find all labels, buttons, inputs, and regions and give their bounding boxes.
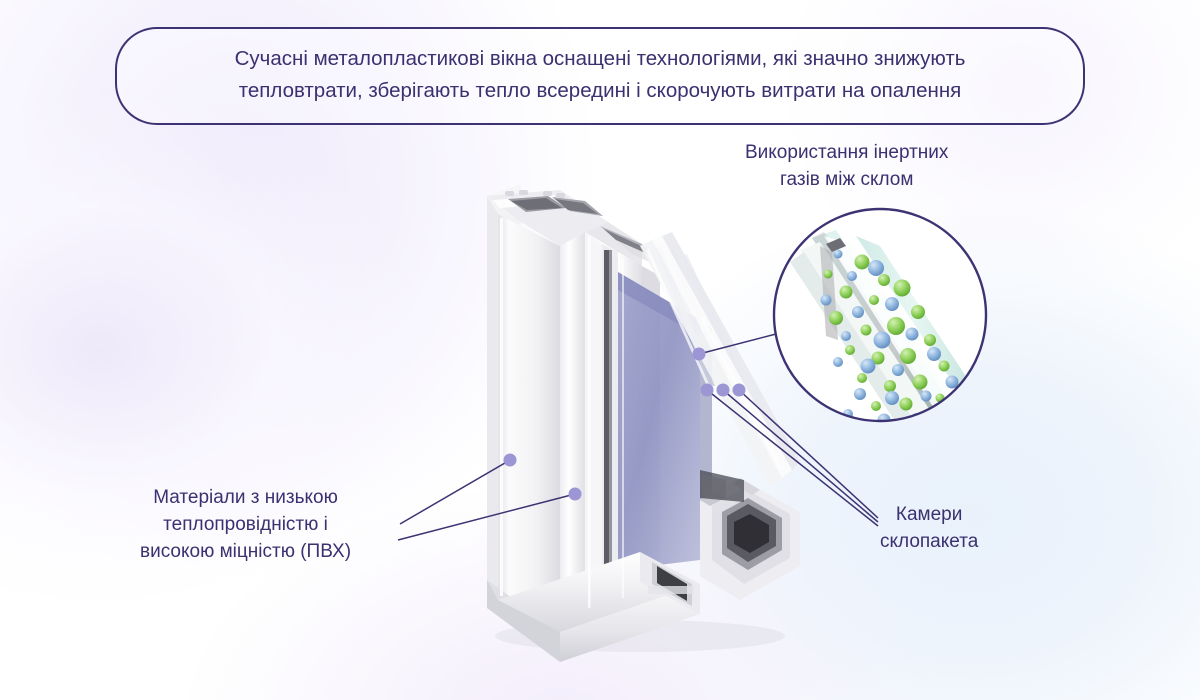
inert-gas-detail-circle xyxy=(772,207,988,423)
leader-lines xyxy=(397,333,879,541)
callout-dot-chamber-1 xyxy=(700,383,714,397)
annotation-pvc-line-2: теплопровідністю і xyxy=(163,513,328,535)
pvc-window-profile-cutaway xyxy=(487,184,800,662)
callout-dot-gas xyxy=(692,347,706,361)
annotation-gas-line-2: газів між склом xyxy=(780,168,914,190)
annotation-label-chambers: Камери склопакета xyxy=(880,502,978,556)
callout-dot-pvc-outer xyxy=(503,453,517,467)
annotation-label-inert-gas: Використання інертних газів між склом xyxy=(745,140,948,194)
callout-dot-chamber-3 xyxy=(732,383,746,397)
headline-line-1: Сучасні металопластикові вікна оснащені … xyxy=(234,47,966,70)
annotation-pvc-line-3: високою міцністю (ПВХ) xyxy=(140,540,352,562)
annotation-label-pvc-material: Матеріали з низькою теплопровідністю і в… xyxy=(140,485,351,566)
headline-line-2: тепловтрати, зберігають тепло всередині … xyxy=(238,78,962,102)
annotation-gas-line-1: Використання інертних xyxy=(745,142,949,163)
annotation-chambers-line-1: Камери xyxy=(895,504,963,525)
annotation-chambers-line-2: склопакета xyxy=(880,530,979,552)
annotation-pvc-line-1: Матеріали з низькою xyxy=(153,487,338,508)
callout-dot-chamber-2 xyxy=(716,383,730,397)
headline-callout: Сучасні металопластикові вікна оснащені … xyxy=(115,27,1085,125)
callout-dot-pvc-sash xyxy=(568,487,582,501)
